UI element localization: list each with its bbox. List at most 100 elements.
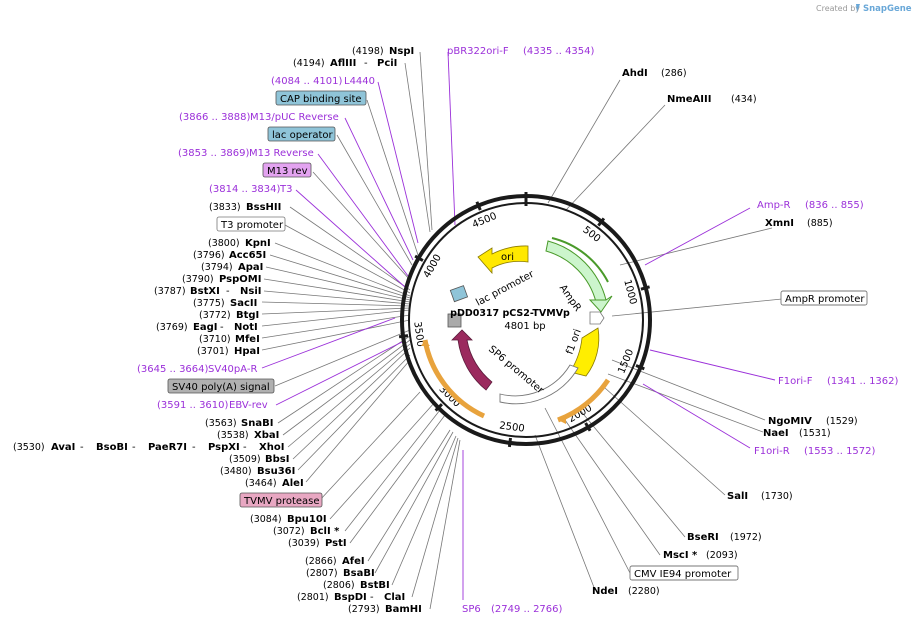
enzyme-pspomi-pos: (3790): [182, 274, 214, 285]
enzyme-paer7i[interactable]: PaeR7I: [148, 442, 187, 453]
primer-sp6[interactable]: SP6: [462, 604, 481, 615]
enzyme-bstbi[interactable]: BstBI: [360, 580, 390, 591]
tick-label-2500: 2500: [499, 420, 526, 434]
ampr-promoter-arrow: [589, 311, 605, 325]
enzyme-bpu10i[interactable]: Bpu10I: [287, 514, 327, 525]
enzyme-afliii[interactable]: AflIII: [330, 58, 356, 69]
primer-m13rev[interactable]: M13 Reverse: [249, 148, 314, 159]
m13-rev-box[interactable]: [262, 162, 312, 178]
primer-ebv[interactable]: EBV-rev: [229, 400, 268, 411]
enzyme-pspomi[interactable]: PspOMI: [219, 274, 261, 285]
ampr-promoter-box[interactable]: [780, 290, 868, 306]
enzyme-sali[interactable]: SalI: [727, 491, 748, 502]
enzyme-hpai[interactable]: HpaI: [234, 346, 260, 357]
enzyme-nsii[interactable]: NsiI: [240, 286, 261, 297]
primer-f1ori-f[interactable]: F1ori-F: [778, 376, 813, 387]
primer-amp-r[interactable]: Amp-R: [757, 200, 791, 211]
primer-pbr322ori-f[interactable]: pBR322ori-F: [447, 46, 509, 57]
enzyme-xmni[interactable]: XmnI: [765, 218, 794, 229]
enzyme-bcli[interactable]: BclI *: [310, 526, 340, 537]
enzyme-avai-sep4: -: [243, 442, 247, 453]
t3-promoter-box[interactable]: [216, 216, 286, 232]
ori-label: ori: [501, 252, 514, 263]
primer-l4440-pos: (4084 .. 4101): [271, 76, 343, 87]
enzyme-afei[interactable]: AfeI: [342, 556, 365, 567]
enzyme-sali-pos: (1730): [761, 491, 793, 502]
tick-3000: [434, 403, 443, 412]
cmv-ie94-box[interactable]: [629, 565, 739, 581]
primer-sp6-pos: (2749 .. 2766): [491, 604, 563, 615]
enzyme-nspi[interactable]: NspI: [389, 46, 414, 57]
primer-sv40pa[interactable]: SV40pA-R: [208, 364, 257, 375]
ampr-promoter-label: AmpR promoter: [785, 294, 865, 305]
enzyme-alei[interactable]: AleI: [282, 478, 304, 489]
tvmv-protease-box[interactable]: [239, 492, 323, 508]
enzyme-bsobi[interactable]: BsoBI: [96, 442, 128, 453]
enzyme-apai-pos: (3794): [201, 262, 233, 273]
snapgene-logo-icon: [856, 4, 860, 12]
lac-operator-box[interactable]: [267, 126, 336, 142]
enzyme-ndei[interactable]: NdeI: [592, 586, 618, 597]
enzyme-snabi[interactable]: SnaBI: [241, 418, 273, 429]
enzyme-xbai[interactable]: XbaI: [254, 430, 279, 441]
leader-lines: [261, 51, 783, 610]
primer-pbr322ori-f-pos: (4335 .. 4354): [523, 46, 595, 57]
enzyme-bseri[interactable]: BseRI: [687, 532, 719, 543]
enzyme-ngomiv[interactable]: NgoMIV: [768, 416, 812, 427]
enzyme-nmeaiii-pos: (434): [731, 94, 757, 105]
enzyme-sacii[interactable]: SacII: [230, 298, 257, 309]
enzyme-noti[interactable]: NotI: [234, 322, 258, 333]
ampr-outer-highlight: [551, 237, 609, 283]
cmv-orange-arc-head: [558, 414, 566, 424]
enzyme-mfei[interactable]: MfeI: [235, 334, 260, 345]
primer-t3[interactable]: T3: [279, 184, 292, 195]
enzyme-bbsi[interactable]: BbsI: [265, 454, 289, 465]
enzyme-bstxi[interactable]: BstXI: [190, 286, 220, 297]
enzyme-kpni[interactable]: KpnI: [245, 238, 271, 249]
enzyme-snabi-pos: (3563): [205, 418, 237, 429]
enzyme-apai[interactable]: ApaI: [238, 262, 263, 273]
enzyme-btgi[interactable]: BtgI: [236, 310, 259, 321]
enzyme-pspxi[interactable]: PspXI: [208, 442, 240, 453]
enzyme-clai[interactable]: ClaI: [384, 592, 405, 603]
enzyme-bamhi[interactable]: BamHI: [385, 604, 422, 615]
enzyme-eagi-pos: (3769): [156, 322, 188, 333]
ampr-arc[interactable]: [545, 240, 607, 303]
enzyme-bsu36i[interactable]: Bsu36I: [257, 466, 295, 477]
sv40-polya-box[interactable]: [167, 378, 275, 394]
enzyme-ahdi[interactable]: AhdI: [622, 68, 648, 79]
enzyme-bspdi-sep: -: [370, 592, 374, 603]
enzyme-bbsi-pos: (3509): [229, 454, 261, 465]
tvmv-arc[interactable]: [422, 339, 486, 419]
tvmv-protease-label: TVMV protease: [243, 496, 320, 507]
enzyme-bsabi[interactable]: BsaBI: [343, 568, 375, 579]
primer-f1ori-r[interactable]: F1ori-R: [754, 446, 790, 457]
sp6-promoter-arrow[interactable]: [451, 329, 493, 391]
enzyme-afliii-sep: -: [364, 58, 368, 69]
enzyme-psti[interactable]: PstI: [325, 538, 347, 549]
enzyme-pcii[interactable]: PciI: [377, 58, 397, 69]
enzyme-bspdi[interactable]: BspDI: [334, 592, 367, 603]
cap-binding-site-box[interactable]: [275, 90, 367, 106]
enzyme-xhoi[interactable]: XhoI: [259, 442, 284, 453]
enzyme-acc65i[interactable]: Acc65I: [229, 250, 266, 261]
primer-t3-pos: (3814 .. 3834): [209, 184, 281, 195]
enzyme-btgi-pos: (3772): [199, 310, 231, 321]
enzyme-naei[interactable]: NaeI: [763, 428, 789, 439]
enzyme-acc65i-pos: (3796): [193, 250, 225, 261]
ori-arrow[interactable]: [477, 245, 529, 275]
tick-1500: [635, 364, 645, 371]
enzyme-eagi[interactable]: EagI: [193, 322, 217, 333]
enzyme-msci[interactable]: MscI *: [663, 550, 698, 561]
cmv-ie94-arc[interactable]: [499, 364, 579, 405]
enzyme-alei-pos: (3464): [245, 478, 277, 489]
enzyme-sacii-pos: (3775): [193, 298, 225, 309]
enzyme-afliii-pos: (4194): [293, 58, 325, 69]
enzyme-nmeaiii[interactable]: NmeAIII: [667, 94, 711, 105]
enzyme-bsabi-pos: (2807): [306, 568, 338, 579]
primer-l4440[interactable]: L4440: [344, 76, 375, 87]
f1-ori-arrow[interactable]: [569, 327, 600, 377]
enzyme-bsshii[interactable]: BssHII: [246, 202, 281, 213]
enzyme-avai[interactable]: AvaI: [51, 442, 75, 453]
primer-m13puc[interactable]: M13/pUC Reverse: [250, 112, 339, 123]
